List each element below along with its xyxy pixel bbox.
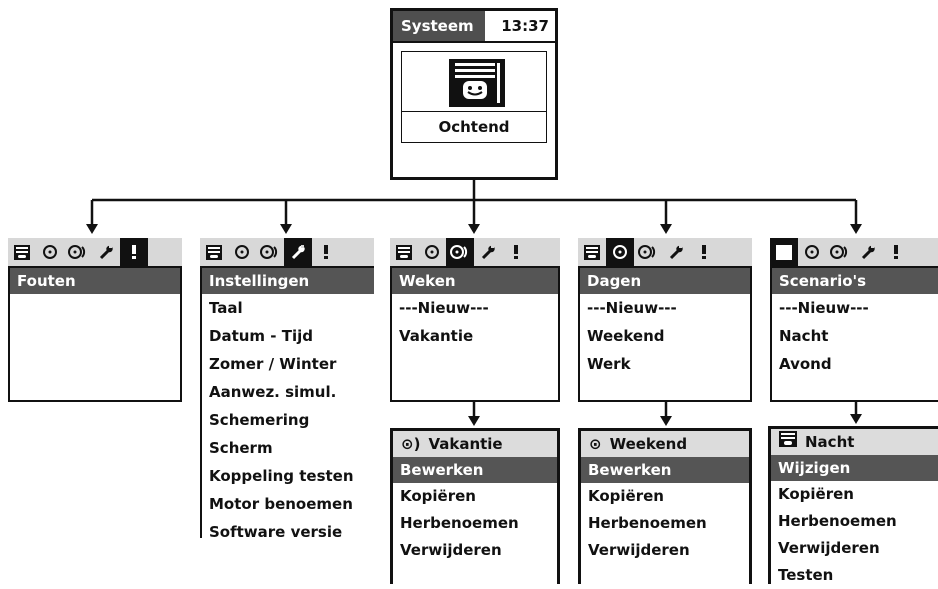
tab-bar [770, 238, 938, 268]
submenu-item[interactable]: Kopiëren [588, 487, 664, 505]
system-header: Systeem 13:37 [393, 11, 555, 43]
blind-icon[interactable] [200, 238, 228, 266]
submenu-selected-item[interactable]: Bewerken [581, 457, 749, 483]
clock-icon[interactable] [228, 238, 256, 266]
submenu-item[interactable]: Verwijderen [778, 539, 880, 557]
exclamation-icon[interactable] [882, 238, 910, 266]
exclamation-icon[interactable] [120, 238, 148, 266]
wrench-icon[interactable] [854, 238, 882, 266]
menu-item[interactable]: Taal [209, 299, 243, 317]
clock-icon[interactable] [418, 238, 446, 266]
double-clock-icon: ⊙) [401, 435, 421, 453]
double-clock-icon[interactable] [64, 238, 92, 266]
menu-item[interactable]: Scherm [209, 439, 273, 457]
submenu-header: Nacht [771, 429, 938, 455]
double-clock-icon[interactable] [446, 238, 474, 266]
double-clock-icon[interactable] [826, 238, 854, 266]
submenu-item[interactable]: Herbenoemen [778, 512, 897, 530]
menu-item[interactable]: Zomer / Winter [209, 355, 337, 373]
menu-item[interactable]: Werk [587, 355, 631, 373]
menu-item[interactable]: ---Nieuw--- [587, 299, 677, 317]
tab-bar [390, 238, 560, 268]
panel-header: Dagen [580, 268, 750, 294]
double-clock-icon[interactable] [256, 238, 284, 266]
smiling-face-blind-icon [449, 59, 505, 107]
tab-bar [578, 238, 752, 268]
menu-item[interactable]: Koppeling testen [209, 467, 354, 485]
system-mode: Ochtend [402, 111, 546, 142]
exclamation-icon[interactable] [312, 238, 340, 266]
submenu-header: ⊙ Weekend [581, 431, 749, 457]
clock-icon[interactable] [798, 238, 826, 266]
panel-weken: Weken ---Nieuw--- Vakantie [390, 238, 560, 402]
panel-header: Instellingen [202, 268, 374, 294]
submenu-item[interactable]: Herbenoemen [400, 514, 519, 532]
system-time: 13:37 [501, 17, 549, 35]
panel-header: Scenario's [772, 268, 938, 294]
submenu-selected-item[interactable]: Wijzigen [771, 455, 938, 481]
submenu-header: ⊙) Vakantie [393, 431, 557, 457]
wrench-icon[interactable] [92, 238, 120, 266]
submenu-item[interactable]: Verwijderen [588, 541, 690, 559]
submenu-item[interactable]: Kopiëren [400, 487, 476, 505]
panel-fouten: Fouten [8, 238, 182, 402]
exclamation-icon[interactable] [502, 238, 530, 266]
panel-header: Fouten [10, 268, 180, 294]
menu-item[interactable]: Motor benoemen [209, 495, 353, 513]
clock-icon[interactable] [36, 238, 64, 266]
menu-item[interactable]: ---Nieuw--- [779, 299, 869, 317]
blind-icon[interactable] [8, 238, 36, 266]
menu-item[interactable]: Schemering [209, 411, 310, 429]
system-title: Systeem [393, 11, 485, 41]
submenu-selected-item[interactable]: Bewerken [393, 457, 557, 483]
wrench-icon[interactable] [284, 238, 312, 266]
menu-item[interactable]: Software versie [209, 523, 343, 541]
clock-icon[interactable] [606, 238, 634, 266]
submenu-title: Vakantie [428, 435, 503, 453]
blind-icon[interactable] [770, 238, 798, 266]
blind-icon[interactable] [390, 238, 418, 266]
clock-icon: ⊙ [589, 435, 602, 453]
blind-icon [779, 429, 797, 455]
tab-bar [200, 238, 374, 268]
wrench-icon[interactable] [662, 238, 690, 266]
submenu-title: Nacht [805, 433, 855, 451]
blind-icon[interactable] [578, 238, 606, 266]
menu-item[interactable]: Aanwez. simul. [209, 383, 337, 401]
system-screen: Systeem 13:37 Ochtend [390, 8, 558, 180]
menu-item[interactable]: Weekend [587, 327, 665, 345]
system-status-box: Ochtend [401, 51, 547, 143]
menu-item[interactable]: Vakantie [399, 327, 474, 345]
menu-item[interactable]: Avond [779, 355, 832, 373]
menu-item[interactable]: ---Nieuw--- [399, 299, 489, 317]
tab-bar [8, 238, 182, 268]
panel-header: Weken [392, 268, 558, 294]
exclamation-icon[interactable] [690, 238, 718, 266]
double-clock-icon[interactable] [634, 238, 662, 266]
submenu-item[interactable]: Kopiëren [778, 485, 854, 503]
submenu-item[interactable]: Verwijderen [400, 541, 502, 559]
submenu-item[interactable]: Testen [778, 566, 834, 584]
wrench-icon[interactable] [474, 238, 502, 266]
submenu-item[interactable]: Herbenoemen [588, 514, 707, 532]
menu-item[interactable]: Datum - Tijd [209, 327, 313, 345]
submenu-title: Weekend [609, 435, 688, 453]
menu-item[interactable]: Nacht [779, 327, 829, 345]
